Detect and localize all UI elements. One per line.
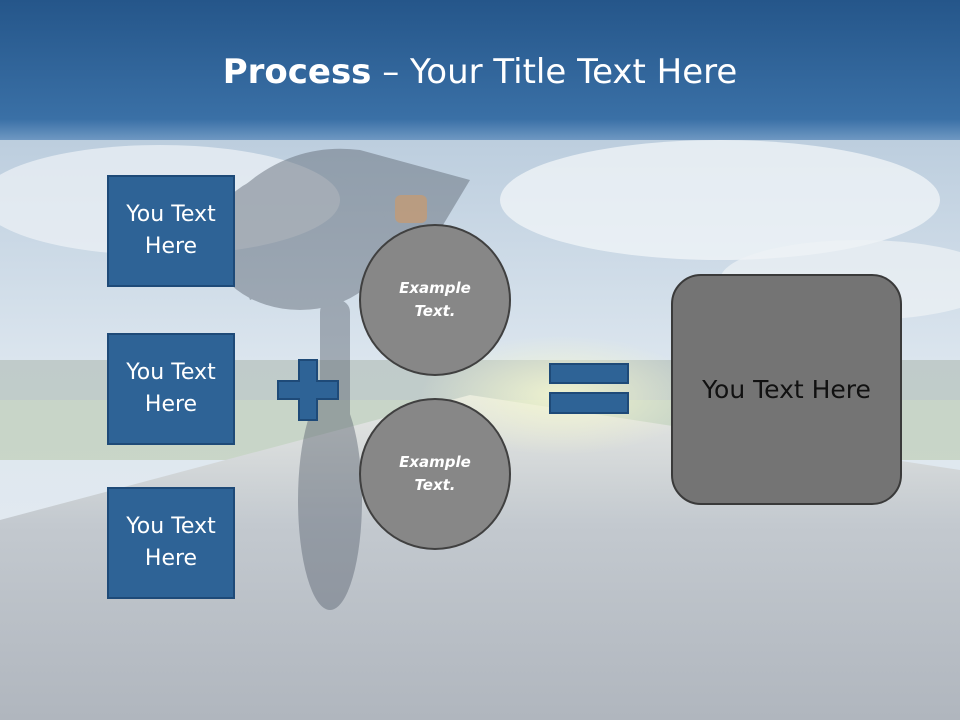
equals-icon (549, 363, 629, 414)
input-box-2: You Text Here (107, 333, 235, 445)
plus-icon (277, 359, 339, 421)
example-circle-2: Example Text. (359, 398, 511, 550)
result-box: You Text Here (671, 274, 902, 505)
title-rest: – Your Title Text Here (382, 52, 738, 92)
title-bold: Process (222, 52, 372, 92)
input-box-3: You Text Here (107, 487, 235, 599)
input-box-1: You Text Here (107, 175, 235, 287)
example-circle-1: Example Text. (359, 224, 511, 376)
slide-title: Process – Your Title Text Here (0, 52, 960, 92)
